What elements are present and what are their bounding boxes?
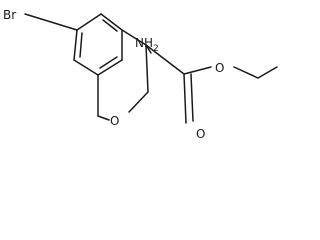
- bond: [100, 13, 123, 31]
- bond: [73, 29, 78, 61]
- bond: [76, 13, 102, 31]
- double-bond-inner: [79, 32, 83, 58]
- carbonyl-oxygen-label: O: [196, 127, 205, 141]
- bond: [145, 44, 149, 93]
- bond: [73, 59, 99, 76]
- chemical-structure: Br NH2 O O O: [3, 8, 278, 141]
- double-bond-inner: [99, 56, 118, 69]
- double-bond-inner: [190, 73, 194, 122]
- bond: [97, 115, 110, 121]
- ring-oxygen-label: O: [110, 114, 119, 128]
- bond: [183, 73, 187, 124]
- amine-subscript: 2: [153, 44, 159, 54]
- bond: [121, 29, 147, 46]
- bond: [128, 91, 149, 113]
- bond: [145, 44, 185, 75]
- amine-main: NH: [135, 36, 153, 50]
- amine-label: NH2: [135, 36, 159, 54]
- bond: [24, 13, 78, 31]
- ester-oxygen-label: O: [215, 61, 224, 75]
- bromine-label: Br: [3, 8, 16, 22]
- atom-labels: Br NH2 O O O: [3, 8, 224, 141]
- bond: [257, 66, 278, 79]
- double-bond-inner: [102, 19, 118, 32]
- bond-lines: [24, 13, 278, 124]
- bond: [97, 59, 123, 76]
- bond: [183, 66, 212, 75]
- bond: [233, 66, 259, 79]
